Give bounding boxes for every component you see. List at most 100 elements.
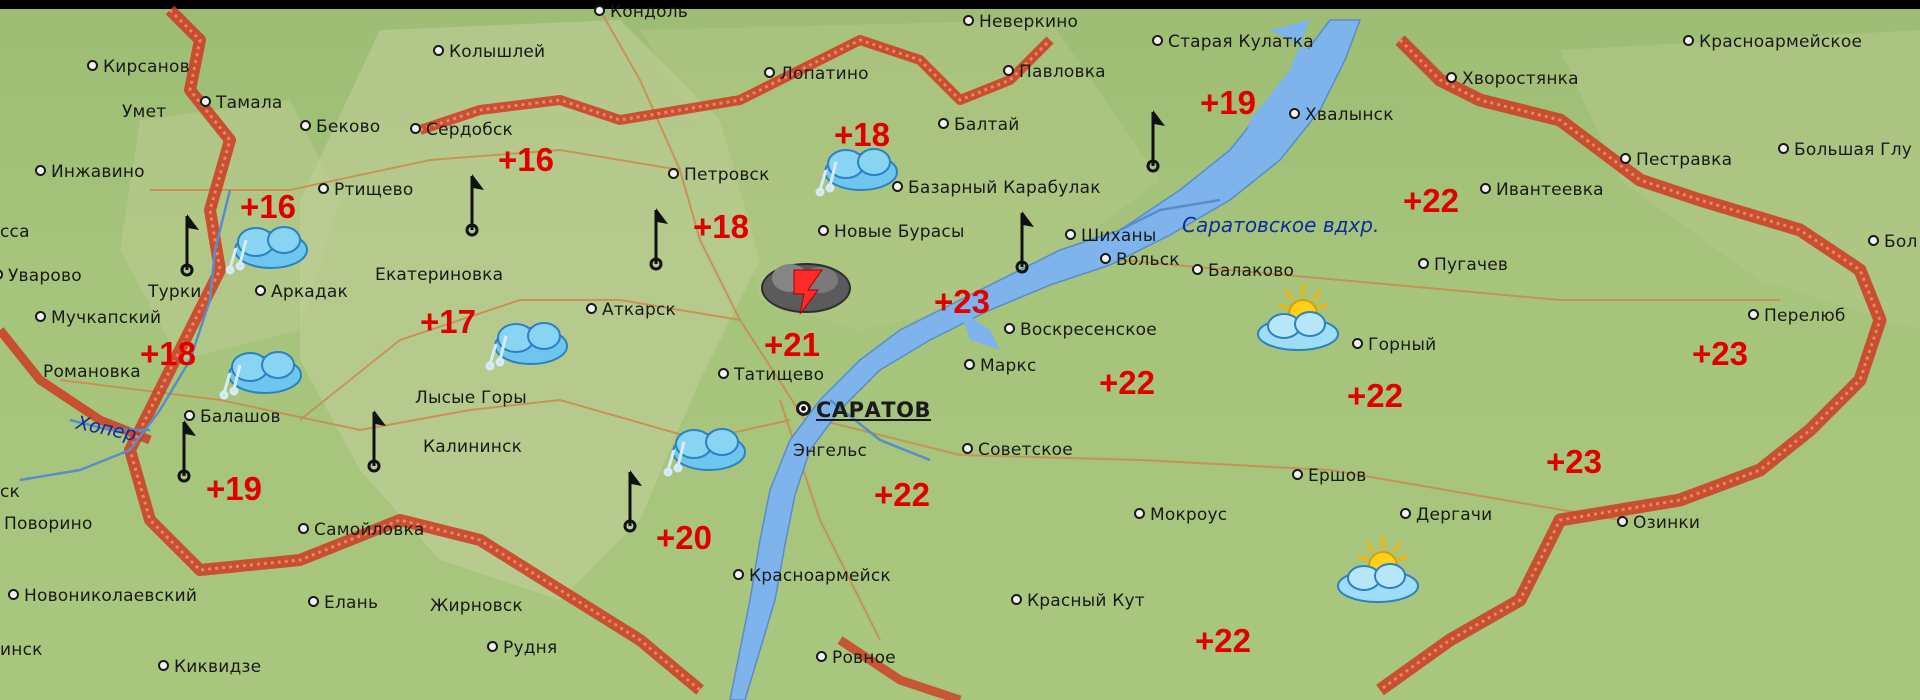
volga-river [960, 310, 1000, 350]
temperature-label: +23 [934, 283, 990, 320]
temperature-label: +17 [420, 303, 476, 340]
wind-flag-icon[interactable] [1143, 104, 1173, 174]
city-label[interactable]: Екатериновка [375, 265, 504, 285]
city-label[interactable]: Энгельс [793, 441, 868, 461]
city-label[interactable]: Пугачев [1418, 255, 1508, 275]
city-label[interactable]: Романовка [43, 362, 141, 382]
city-label[interactable]: Лопатино [764, 64, 869, 84]
city-label[interactable]: Красный Кут [1011, 591, 1145, 611]
city-label[interactable]: Советское [962, 440, 1073, 460]
reservoir-label: Саратовское вдхр. [1182, 213, 1380, 237]
sun-cloud-icon[interactable] [1248, 278, 1348, 358]
city-label[interactable]: Мучкапский [35, 308, 161, 328]
wind-flag-icon[interactable] [646, 202, 676, 272]
volga-river [729, 19, 1362, 700]
city-label[interactable]: Новые Бурасы [818, 222, 965, 242]
wind-flag-icon[interactable] [1012, 205, 1042, 275]
temperature-label: +22 [874, 476, 930, 513]
city-label[interactable]: Аркадак [255, 282, 348, 302]
city-label[interactable]: Большая Глу [1778, 140, 1912, 160]
rain-cloud-icon[interactable] [806, 132, 916, 202]
wind-flag-icon[interactable] [177, 208, 207, 278]
temperature-label: +23 [1692, 335, 1748, 372]
city-label[interactable]: Базарный Карабулак [892, 178, 1101, 198]
city-label[interactable]: Петровск [668, 165, 770, 185]
city-label[interactable]: Кондоль [594, 2, 688, 22]
rain-cloud-icon[interactable] [210, 335, 320, 405]
wind-flag-icon[interactable] [620, 464, 650, 534]
city-label[interactable]: Ровное [816, 648, 896, 668]
hill-terrain [640, 20, 1160, 330]
temperature-label: +18 [834, 116, 890, 153]
rain-cloud-icon[interactable] [476, 306, 586, 376]
city-label[interactable]: Кирсанов [87, 57, 190, 77]
city-label[interactable]: Елань [308, 593, 378, 613]
rivers [19, 189, 1221, 482]
city-label[interactable]: Аткарск [586, 300, 676, 320]
city-label[interactable]: Поворино [4, 514, 93, 534]
city-label[interactable]: Хворостянка [1446, 69, 1579, 89]
city-label[interactable]: Жирновск [430, 596, 523, 616]
city-label[interactable]: ск [0, 482, 21, 502]
city-label[interactable]: Турки [148, 282, 202, 302]
temperature-label: +20 [656, 519, 712, 556]
city-label[interactable]: Шиханы [1065, 226, 1156, 246]
city-label[interactable]: Ивантеевка [1480, 180, 1604, 200]
top-bar [0, 0, 1920, 9]
wind-flag-icon[interactable] [462, 168, 492, 238]
city-label[interactable]: Самойловка [298, 520, 425, 540]
city-label[interactable]: Маркс [964, 356, 1037, 376]
city-label[interactable]: Горный [1352, 335, 1436, 355]
temperature-label: +18 [140, 335, 196, 372]
city-label[interactable]: Уварово [0, 266, 82, 286]
city-label[interactable]: Колышлей [433, 42, 545, 62]
city-label[interactable]: Бол [1868, 232, 1918, 252]
temperature-label: +23 [1546, 443, 1602, 480]
city-label[interactable]: Ртищево [318, 180, 414, 200]
city-label[interactable]: Озинки [1617, 513, 1700, 533]
city-label[interactable]: Калининск [423, 437, 523, 457]
city-label[interactable]: Балаково [1192, 261, 1294, 281]
city-label[interactable]: Перелюб [1748, 306, 1846, 326]
city-label[interactable]: Рудня [487, 638, 557, 658]
temperature-label: +16 [498, 141, 554, 178]
city-label[interactable]: Сердобск [410, 120, 513, 140]
city-label[interactable]: Балашов [184, 407, 281, 427]
city-label[interactable]: инск [0, 640, 43, 660]
city-label[interactable]: Вольск [1100, 250, 1180, 270]
city-label[interactable]: Лысые Горы [415, 388, 527, 408]
city-label[interactable]: Ершов [1292, 466, 1367, 486]
city-label[interactable]: Тамала [200, 93, 283, 113]
capital-city-label[interactable]: САРАТОВ [796, 398, 931, 422]
sun-cloud-icon[interactable] [1328, 530, 1428, 610]
temperature-label: +22 [1403, 182, 1459, 219]
city-label[interactable]: Новониколаевский [8, 586, 197, 606]
city-label[interactable]: Умет [122, 102, 167, 122]
city-label[interactable]: Неверкино [963, 12, 1078, 32]
wind-flag-icon[interactable] [364, 404, 394, 474]
temperature-label: +22 [1195, 622, 1251, 659]
city-label[interactable]: Воскресенское [1004, 320, 1157, 340]
city-label[interactable]: Мокроус [1134, 505, 1227, 525]
rain-cloud-icon[interactable] [654, 412, 764, 482]
storm-cloud-icon[interactable] [756, 252, 856, 322]
rain-cloud-icon[interactable] [216, 210, 326, 280]
temperature-label: +16 [240, 188, 296, 225]
city-label[interactable]: Пестравка [1620, 150, 1732, 170]
city-label[interactable]: Павловка [1003, 62, 1106, 82]
city-label[interactable]: Инжавино [35, 162, 145, 182]
city-label[interactable]: Киквидзе [158, 657, 261, 677]
city-label[interactable]: Хвалынск [1289, 105, 1394, 125]
city-label[interactable]: Красноармейское [1683, 32, 1862, 52]
city-label[interactable]: Дергачи [1400, 505, 1492, 525]
city-label[interactable]: Беково [300, 117, 380, 137]
city-label[interactable]: Старая Кулатка [1152, 32, 1314, 52]
city-label[interactable]: Красноармейск [733, 566, 891, 586]
temperature-label: +19 [206, 470, 262, 507]
city-label[interactable]: Балтай [938, 115, 1020, 135]
temperature-label: +18 [693, 208, 749, 245]
city-label[interactable]: сса [0, 222, 30, 242]
wind-flag-icon[interactable] [174, 414, 204, 484]
city-label[interactable]: Татищево [718, 365, 824, 385]
